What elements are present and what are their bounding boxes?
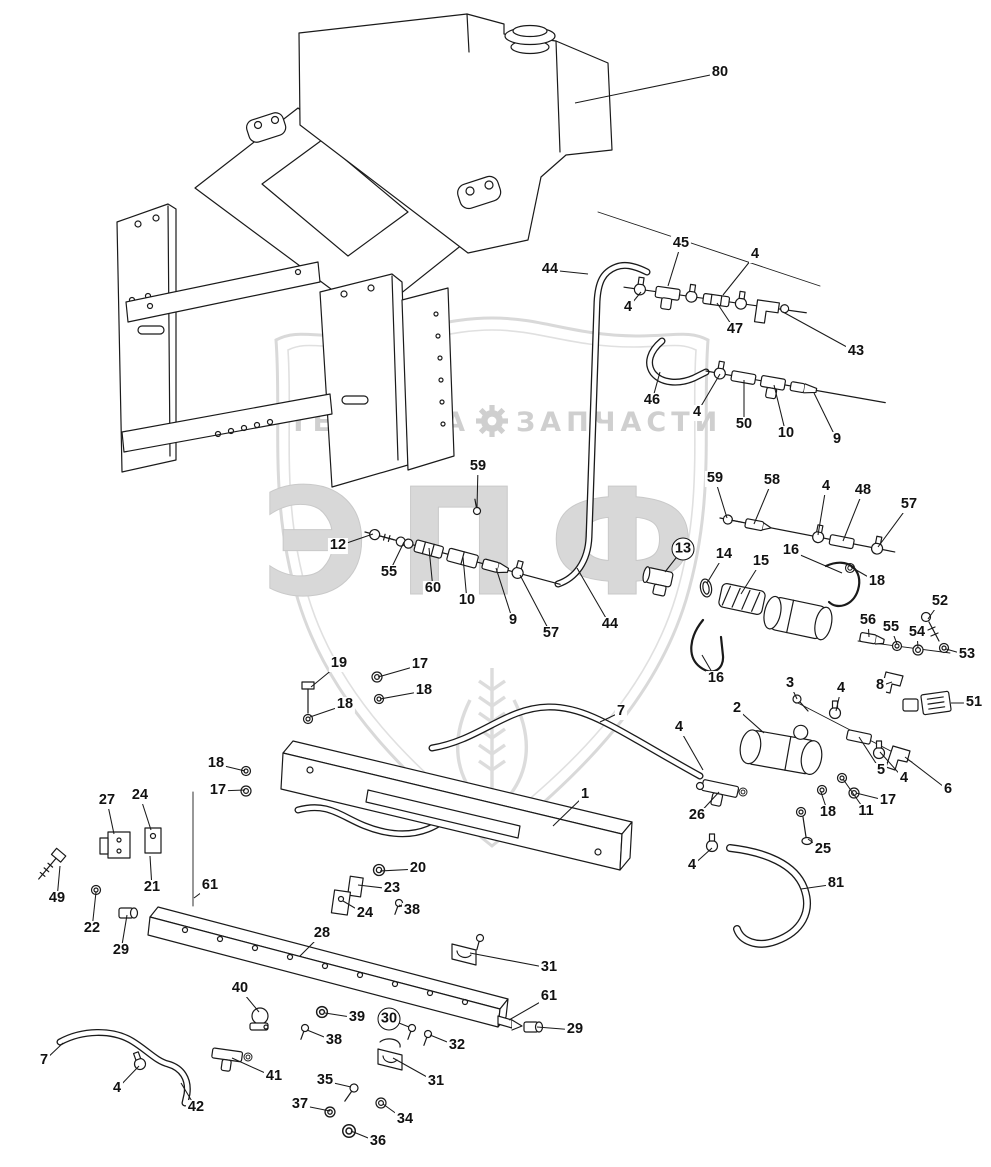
pump-filter-assembly [642, 561, 861, 673]
fuel-tank-drawing [298, 13, 613, 254]
fitting-chain-mid-right [705, 360, 886, 404]
watermark-brand: ЭПФ [260, 457, 723, 629]
electric-pump-assembly [695, 694, 911, 853]
left-bracket-cluster [38, 827, 162, 919]
fitting-chain-upper-pump [719, 514, 896, 556]
support-bar-1 [280, 740, 633, 871]
watermark-tagline-right: ЗАПЧАСТИ [516, 407, 722, 438]
sensor-hardware [859, 611, 952, 716]
bar28-hardware [130, 863, 544, 1138]
fitting-chain-top [623, 276, 807, 324]
support-bar-28 [147, 906, 509, 1028]
tank-mounting-plates [246, 112, 502, 210]
hoses [56, 261, 811, 1107]
frame-drawing [116, 107, 469, 488]
bar1-hardware [240, 671, 385, 797]
watermark-gear-icon [476, 405, 508, 437]
